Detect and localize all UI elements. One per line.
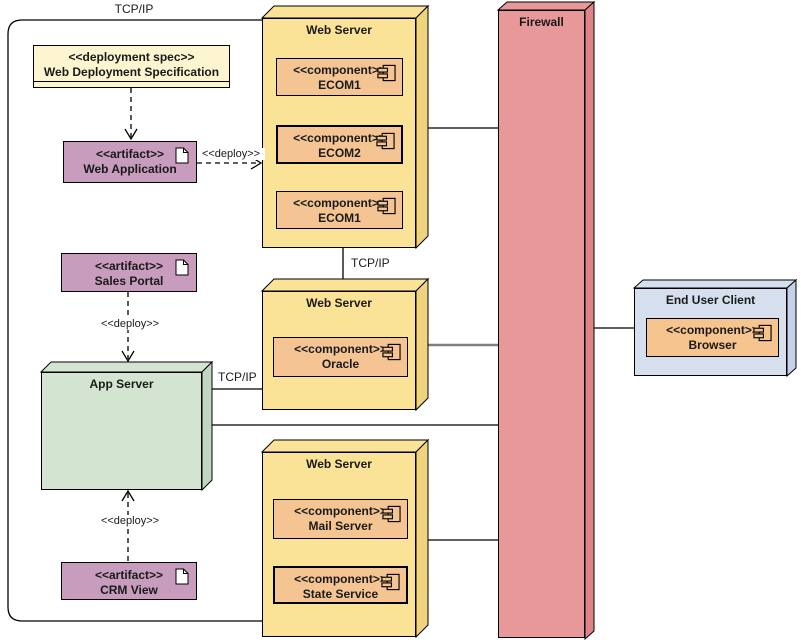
- component-icon: [381, 573, 400, 591]
- component-mail-server[interactable]: <<component>> Mail Server: [273, 499, 408, 539]
- spec-divider: [34, 81, 229, 82]
- artifact-name: Web Application: [83, 162, 177, 176]
- component-name: Oracle: [321, 357, 360, 371]
- connector-tcpip-loop: [7, 19, 262, 622]
- component-name: Browser: [688, 338, 737, 352]
- component-ecom2[interactable]: <<component>> ECOM2: [276, 125, 403, 164]
- document-icon: [175, 568, 189, 585]
- node-title: Web Server: [306, 296, 372, 310]
- component-name: State Service: [302, 587, 379, 601]
- document-icon: [175, 259, 189, 276]
- node-title: Web Server: [306, 23, 372, 37]
- arrowhead-down-icon: [121, 350, 135, 363]
- component-stereotype: <<component>>: [293, 131, 386, 145]
- component-stereotype: <<component>>: [294, 572, 387, 586]
- node-title: Firewall: [519, 15, 564, 29]
- label-tcpip-appserver: TCP/IP: [216, 370, 259, 384]
- artifact-stereotype: <<artifact>>: [94, 259, 164, 273]
- label-tcpip-top: TCP/IP: [104, 2, 164, 16]
- document-icon: [175, 147, 189, 164]
- component-state-service[interactable]: <<component>> State Service: [273, 566, 408, 604]
- component-stereotype: <<component>>: [294, 342, 387, 356]
- firewall-3d-side: [584, 0, 595, 640]
- client-3d-side: [786, 278, 797, 378]
- component-icon: [377, 64, 396, 82]
- component-ecom1-a[interactable]: <<component>> ECOM1: [276, 58, 403, 96]
- component-browser[interactable]: <<component>> Browser: [646, 318, 779, 357]
- artifact-sales-portal[interactable]: <<artifact>> Sales Portal: [61, 253, 197, 292]
- ws-middle-3d-side: [415, 277, 429, 412]
- node-web-deployment-specification[interactable]: <<deployment spec>> Web Deployment Speci…: [33, 45, 230, 88]
- label-deploy-webapp: <<deploy>>: [197, 148, 265, 160]
- firewall-3d-top: [496, 1, 596, 11]
- component-stereotype: <<component>>: [293, 196, 386, 210]
- component-oracle[interactable]: <<component>> Oracle: [273, 337, 408, 377]
- component-stereotype: <<component>>: [666, 323, 759, 337]
- label-tcpip-middle: TCP/IP: [349, 256, 392, 270]
- component-stereotype: <<component>>: [294, 504, 387, 518]
- node-web-server-middle[interactable]: Web Server <<component>> Oracle: [262, 291, 416, 410]
- component-icon: [376, 132, 395, 150]
- ws-top-3d-top: [260, 5, 430, 19]
- artifact-stereotype: <<artifact>>: [94, 568, 164, 582]
- artifact-name: Sales Portal: [94, 274, 164, 288]
- artifact-crm-view[interactable]: <<artifact>> CRM View: [61, 562, 197, 600]
- component-icon: [382, 505, 401, 523]
- component-icon: [753, 324, 772, 342]
- component-name: ECOM1: [318, 211, 361, 225]
- spec-name: Web Deployment Specification: [43, 65, 220, 79]
- label-deploy-crmview: <<deploy>>: [92, 515, 168, 527]
- ws-middle-3d-top: [260, 278, 430, 292]
- ws-bottom-3d-side: [415, 438, 429, 639]
- appserver-3d-side: [201, 360, 213, 492]
- component-ecom1-b[interactable]: <<component>> ECOM1: [276, 191, 403, 229]
- node-title: End User Client: [665, 293, 756, 307]
- component-name: ECOM2: [318, 146, 361, 160]
- spec-stereotype: <<deployment spec>>: [68, 50, 195, 64]
- component-name: ECOM1: [318, 78, 361, 92]
- node-web-server-top[interactable]: Web Server <<component>> ECOM1 <<compone…: [262, 18, 416, 248]
- component-name: Mail Server: [308, 519, 373, 533]
- node-firewall[interactable]: Firewall: [498, 10, 585, 638]
- node-end-user-client[interactable]: End User Client <<component>> Browser: [634, 288, 787, 376]
- client-3d-top: [632, 279, 798, 289]
- artifact-name: CRM View: [100, 583, 158, 597]
- ws-bottom-3d-top: [260, 439, 430, 453]
- node-app-server[interactable]: App Server: [41, 372, 202, 490]
- arrowhead-up-icon: [121, 489, 135, 502]
- artifact-stereotype: <<artifact>>: [95, 147, 165, 161]
- artifact-web-application[interactable]: <<artifact>> Web Application: [63, 141, 197, 183]
- appserver-3d-top: [39, 361, 214, 373]
- component-stereotype: <<component>>: [293, 63, 386, 77]
- component-icon: [377, 197, 396, 215]
- arrowhead-down-icon: [124, 128, 138, 141]
- node-title: Web Server: [306, 457, 372, 471]
- node-title: App Server: [89, 377, 154, 391]
- ws-top-3d-side: [415, 4, 429, 250]
- node-web-server-bottom[interactable]: Web Server <<component>> Mail Server <<c…: [262, 452, 416, 637]
- label-deploy-salesportal: <<deploy>>: [92, 318, 168, 330]
- component-icon: [382, 343, 401, 361]
